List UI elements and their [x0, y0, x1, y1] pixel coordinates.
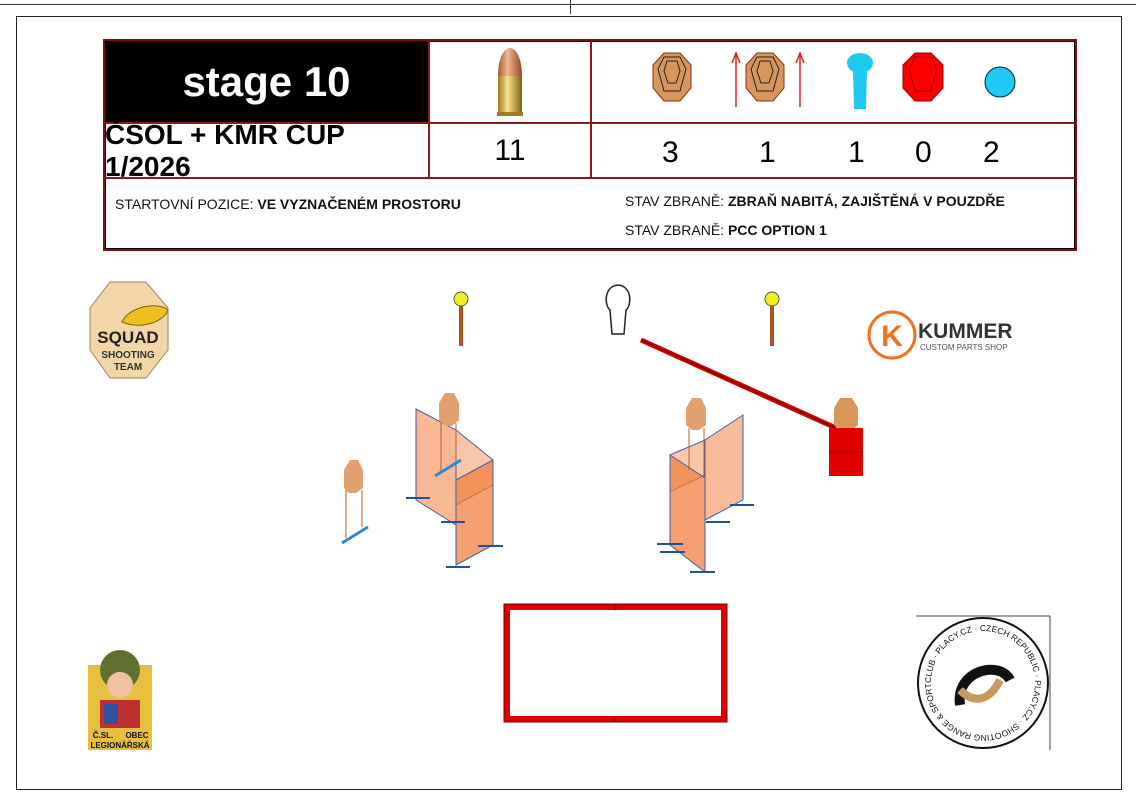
svg-text:Č.SL.: Č.SL. [93, 731, 113, 740]
moving-target-count: 1 [759, 136, 776, 169]
wall-left [406, 408, 503, 568]
paper-target-middle-left [434, 393, 462, 478]
paper-target-count: 3 [662, 136, 679, 169]
svg-text:CLUB · PLACY.CZ · CZECH REPUBL: CLUB · PLACY.CZ · CZECH REPUBLIC · PLACY… [0, 0, 1043, 743]
paper-target-middle-right [686, 398, 706, 478]
stage-title: stage 10 [105, 41, 430, 124]
shooting-area [503, 603, 728, 723]
page-top-line [0, 4, 1136, 5]
svg-text:OBEC: OBEC [125, 731, 148, 740]
placy-logo: CLUB · PLACY.CZ · CZECH REPUBLIC · PLACY… [0, 0, 1051, 750]
svg-text:CUSTOM PARTS SHOP: CUSTOM PARTS SHOP [920, 343, 1008, 352]
popper-target [605, 284, 631, 335]
svg-text:KUMMER: KUMMER [918, 320, 1013, 343]
svg-text:LEGIONÁŘSKÁ: LEGIONÁŘSKÁ [90, 741, 149, 750]
squad-logo: SQUAD SHOOTING TEAM [89, 281, 169, 379]
steel-plate-count: 2 [983, 136, 1000, 169]
steel-plate-left [453, 291, 469, 346]
match-name: ČSOL + KMR CUP 1/2026 [105, 119, 430, 182]
start-position-value: VE VYZNAČENÉM PROSTORU [257, 196, 461, 212]
no-shoot-target-icon [902, 52, 944, 102]
moving-target [829, 398, 863, 476]
start-position: STARTOVNÍ POZICE: VE VYZNAČENÉM PROSTORU [115, 196, 461, 212]
gun-state-pcc-value: PCC OPTION 1 [727, 222, 827, 238]
target-counts-row: 3 1 1 0 2 [592, 124, 1077, 179]
svg-text:TEAM: TEAM [114, 362, 142, 373]
steel-plate-icon [984, 66, 1016, 98]
kummer-logo: K KUMMER CUSTOM PARTS SHOP [867, 310, 1013, 360]
moving-paper-target-icon [731, 50, 805, 107]
stage-info: STARTOVNÍ POZICE: VE VYZNAČENÉM PROSTORU… [105, 179, 1077, 249]
popper-icon [847, 53, 873, 109]
svg-text:SHOOTING: SHOOTING [101, 350, 155, 361]
round-count: 11 [430, 124, 592, 179]
gun-state: STAV ZBRANĚ: ZBRAŇ NABITÁ, ZAJIŠTĚNÁ V P… [625, 193, 1005, 209]
svg-text:K: K [881, 320, 903, 353]
stage-header-table: stage 10 ČSOL + KMR CUP 1/2026 11 3 1 1 … [103, 39, 1077, 251]
popper-count: 1 [848, 136, 865, 169]
csol-logo: Č.SL. OBEC LEGIONÁŘSKÁ [88, 650, 152, 750]
paper-target-icon [652, 52, 692, 102]
gun-state-pcc-label: STAV ZBRANĚ: [625, 222, 728, 238]
no-shoot-count: 0 [915, 136, 932, 169]
page-top-tick [570, 0, 571, 14]
svg-text:SQUAD: SQUAD [97, 328, 158, 347]
bullet-icon [430, 41, 592, 124]
paper-target-left [341, 460, 369, 545]
gun-state-label: STAV ZBRANĚ: [625, 193, 728, 209]
gun-state-value: ZBRAŇ NABITÁ, ZAJIŠTĚNÁ V POUZDŘE [727, 193, 1005, 209]
wall-right [657, 414, 754, 574]
page-frame [16, 16, 1122, 790]
steel-plate-right [764, 291, 780, 346]
gun-state-pcc: STAV ZBRANĚ: PCC OPTION 1 [625, 222, 827, 238]
target-icons-row [592, 41, 1077, 124]
start-position-label: STARTOVNÍ POZICE: [115, 196, 258, 212]
